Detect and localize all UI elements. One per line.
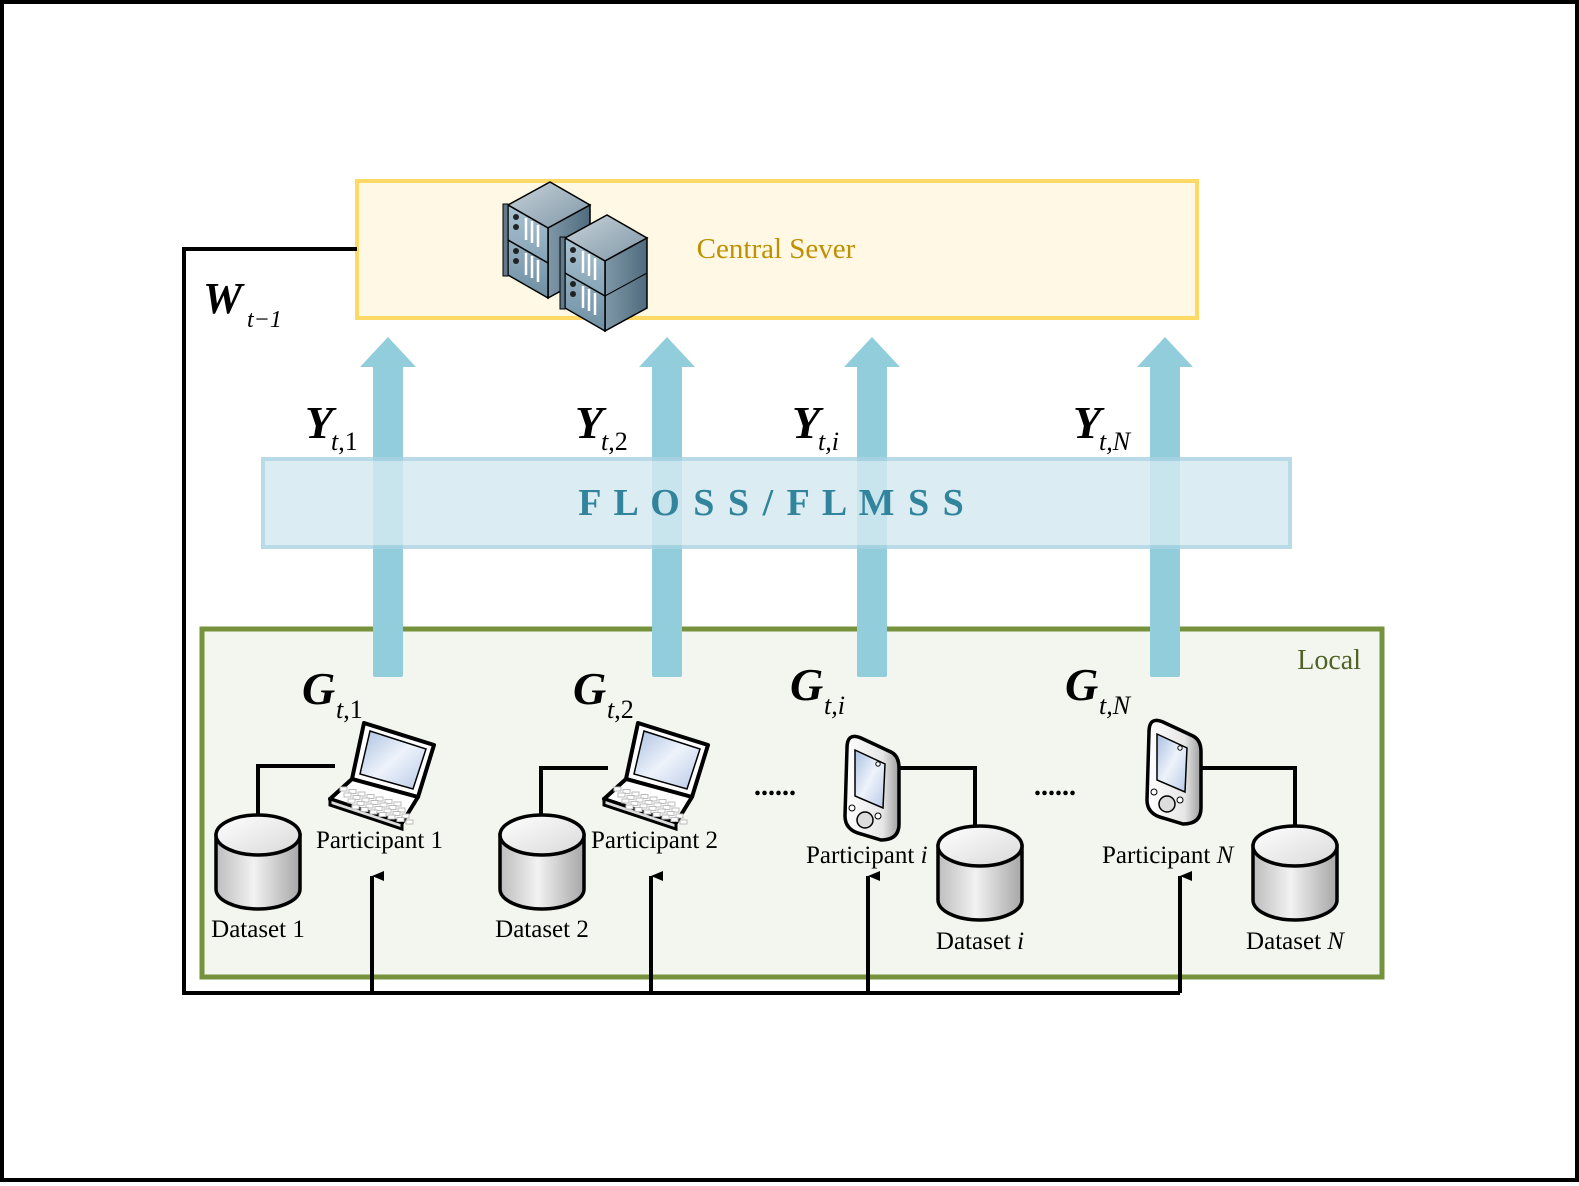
upload-symbol: Y	[1073, 397, 1105, 448]
device-dataset-link	[539, 766, 608, 822]
upload-symbol: Y	[575, 397, 607, 448]
gradient-symbol: G	[302, 663, 335, 714]
feedback-label: W t−1	[203, 274, 282, 333]
dataset-label: Dataset 1	[211, 916, 305, 943]
upload-symbol: Y	[792, 397, 824, 448]
local-label: Local	[1297, 645, 1361, 676]
gradient-subscript: t,N	[1099, 691, 1132, 720]
pda-icon	[843, 734, 901, 842]
central-server-label: Central Sever	[697, 233, 856, 265]
participant-label: Participant 1	[316, 827, 443, 854]
protocol-band	[261, 457, 1292, 549]
protocol-label: F L O S S / F L M S S	[578, 482, 966, 524]
gradient-subscript: t,1	[336, 695, 363, 724]
server-rack-icon	[502, 181, 649, 333]
dataset-label: Dataset i	[936, 928, 1024, 955]
upload-subscript: t,2	[601, 427, 628, 456]
device-dataset-link	[1198, 766, 1297, 828]
participant-label: Participant i	[806, 842, 928, 869]
upload-label: Yt,N	[1073, 397, 1132, 456]
gradient-symbol: G	[790, 659, 823, 710]
pda-icon	[1145, 718, 1203, 826]
upload-symbol: Y	[305, 397, 337, 448]
upload-label: Yt,1	[305, 397, 358, 456]
feedback-subscript: t−1	[247, 307, 282, 333]
upload-label: Yt,i	[792, 397, 839, 456]
upload-subscript: t,i	[818, 427, 839, 456]
dataset-label: Dataset N	[1246, 928, 1345, 955]
ellipsis-2: ......	[1034, 771, 1076, 802]
participant-label: Participant N	[1102, 842, 1235, 869]
gradient-subscript: t,i	[824, 691, 845, 720]
device-dataset-link	[256, 764, 335, 822]
database-icon	[1251, 824, 1339, 922]
dataset-label: Dataset 2	[495, 916, 589, 943]
feedback-symbol: W	[203, 274, 245, 323]
ellipsis-1: ......	[754, 771, 796, 802]
gradient-symbol: G	[1065, 659, 1098, 710]
database-icon	[936, 824, 1024, 922]
gradient-symbol: G	[573, 663, 606, 714]
upload-subscript: t,1	[331, 427, 358, 456]
laptop-icon	[328, 721, 436, 832]
central-server-box	[355, 179, 1199, 320]
feedback-line	[182, 247, 1180, 995]
participant-label: Participant 2	[591, 827, 718, 854]
upload-label: Yt,2	[575, 397, 628, 456]
upload-subscript: t,N	[1099, 427, 1132, 456]
device-dataset-link	[898, 766, 977, 828]
database-icon	[214, 813, 302, 911]
laptop-icon	[602, 721, 710, 832]
gradient-subscript: t,2	[607, 695, 634, 724]
database-icon	[498, 813, 586, 911]
